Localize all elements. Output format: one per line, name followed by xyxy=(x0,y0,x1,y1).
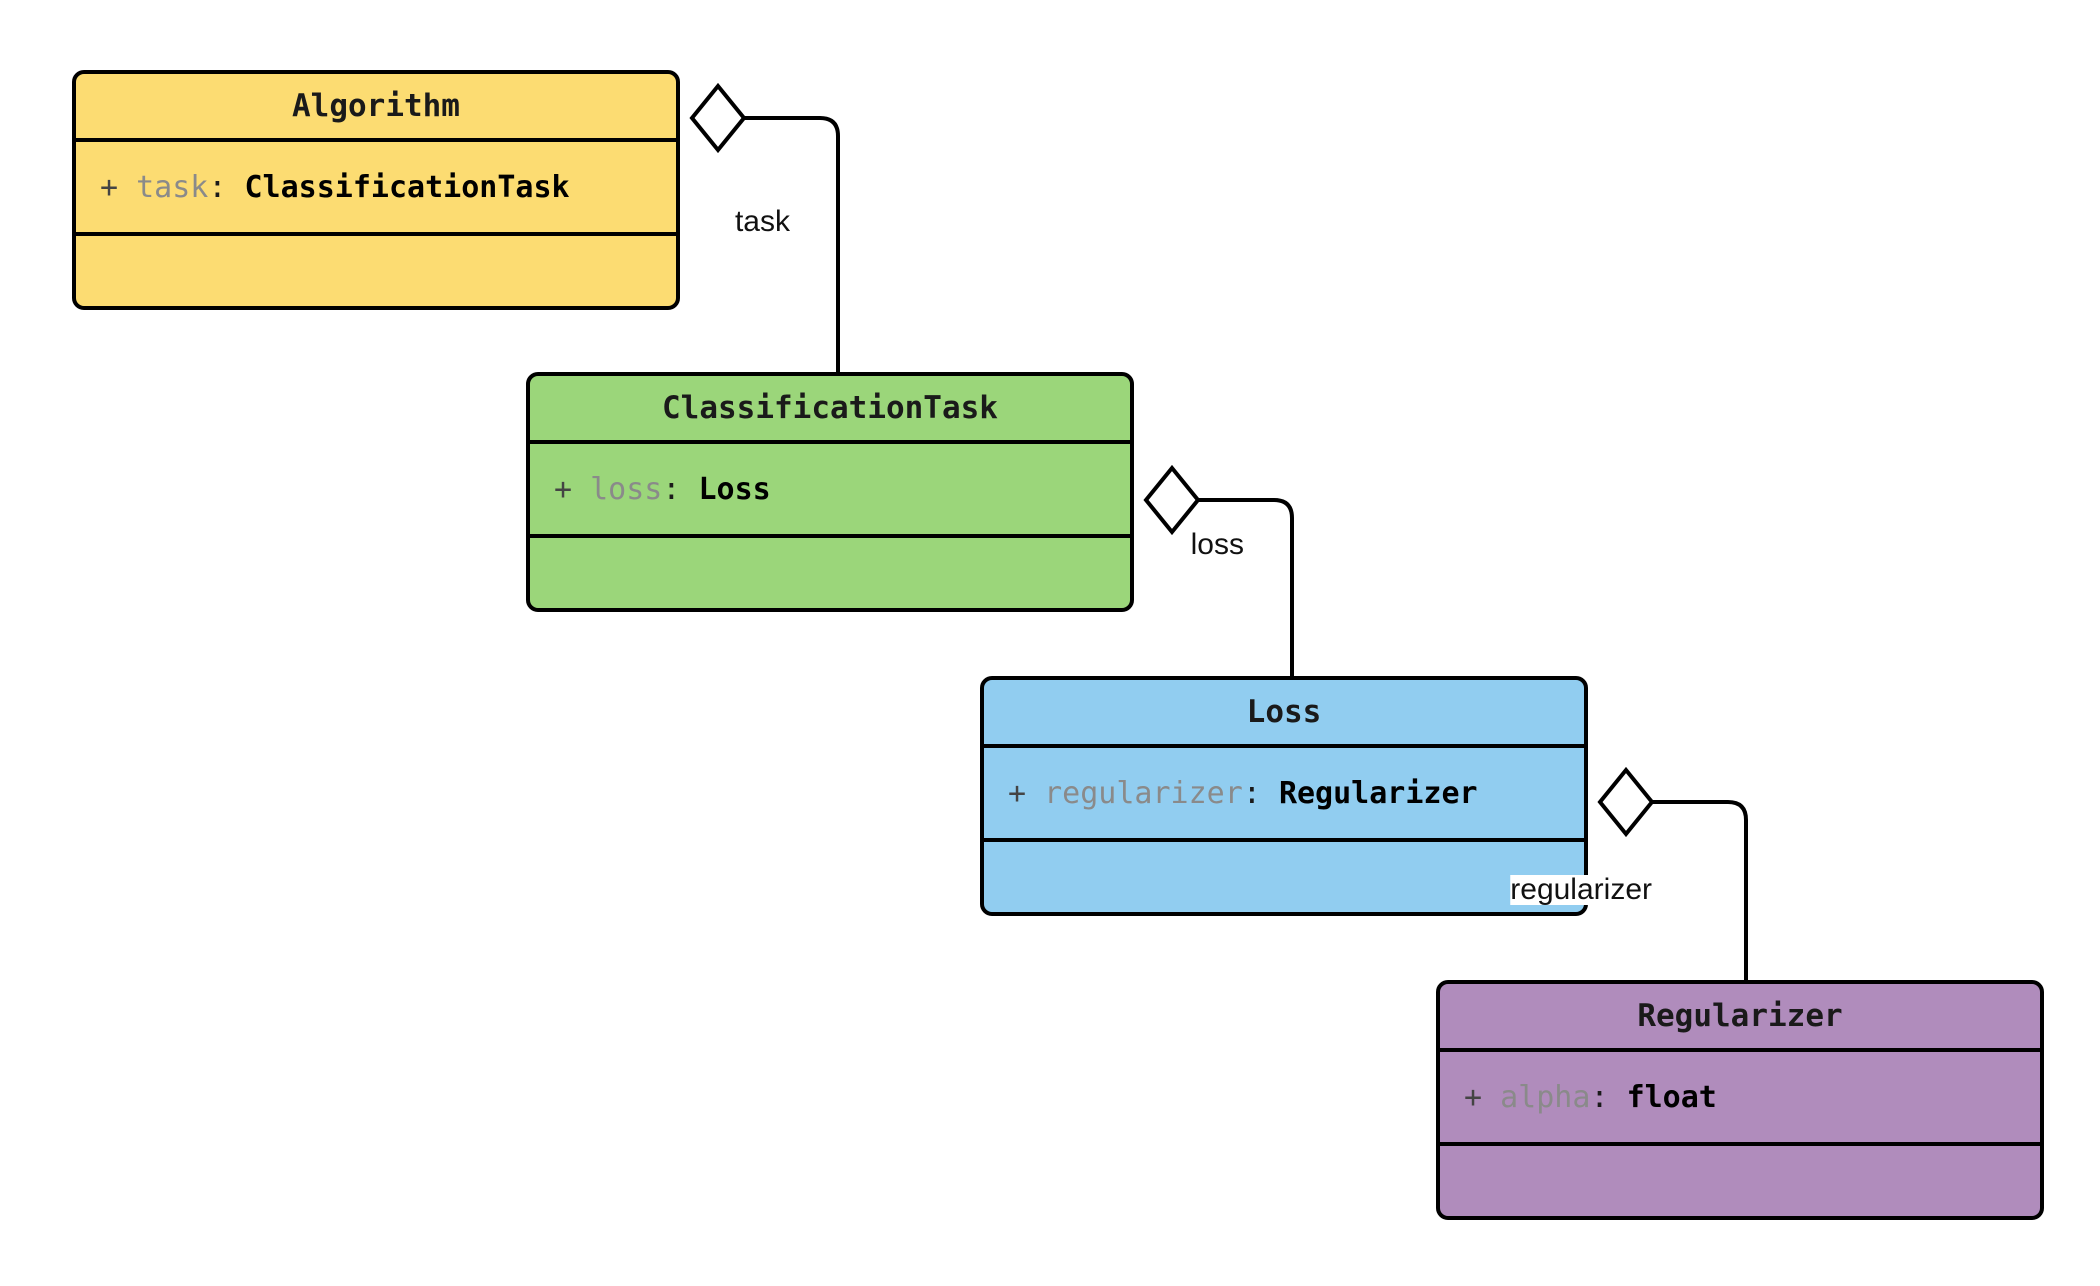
uml-class-classification-task[interactable]: ClassificationTask + loss: Loss xyxy=(526,372,1134,612)
relationship-line-loss-regularizer xyxy=(1652,800,1748,980)
uml-method-compartment-algorithm xyxy=(76,236,676,306)
attribute-name: alpha xyxy=(1500,1079,1591,1115)
relationship-label-algorithm-task: task xyxy=(734,207,800,237)
uml-class-title-algorithm: Algorithm xyxy=(76,74,676,142)
attribute-visibility: + xyxy=(1464,1079,1483,1115)
attribute-separator: : xyxy=(1590,1079,1609,1115)
attribute-type: ClassificationTask xyxy=(244,169,570,205)
uml-class-algorithm[interactable]: Algorithm + task: ClassificationTask xyxy=(72,70,680,310)
relationship-label-loss-regularizer: regularizer xyxy=(1510,875,1662,905)
uml-attribute-compartment-loss: + regularizer: Regularizer xyxy=(984,748,1584,842)
attribute-visibility: + xyxy=(100,169,119,205)
uml-attribute-task: + task: ClassificationTask xyxy=(100,170,570,205)
uml-class-title-regularizer: Regularizer xyxy=(1440,984,2040,1052)
attribute-type: Loss xyxy=(698,471,771,507)
relationship-line-algorithm-task xyxy=(744,116,840,372)
uml-attribute-compartment-classification-task: + loss: Loss xyxy=(530,444,1130,538)
attribute-name: regularizer xyxy=(1044,775,1243,811)
aggregation-diamond-icon-task-loss xyxy=(1143,464,1201,536)
uml-method-compartment-regularizer xyxy=(1440,1146,2040,1216)
uml-class-regularizer[interactable]: Regularizer + alpha: float xyxy=(1436,980,2044,1220)
uml-attribute-compartment-regularizer: + alpha: float xyxy=(1440,1052,2040,1146)
uml-class-title-loss: Loss xyxy=(984,680,1584,748)
attribute-name: task xyxy=(136,169,209,205)
relationship-line-task-loss xyxy=(1198,498,1294,676)
uml-attribute-compartment-algorithm: + task: ClassificationTask xyxy=(76,142,676,236)
uml-class-loss[interactable]: Loss + regularizer: Regularizer xyxy=(980,676,1588,916)
attribute-separator: : xyxy=(662,471,681,507)
uml-method-compartment-classification-task xyxy=(530,538,1130,608)
uml-method-compartment-loss xyxy=(984,842,1584,912)
aggregation-diamond-icon-loss-regularizer xyxy=(1597,766,1655,838)
attribute-visibility: + xyxy=(1008,775,1027,811)
aggregation-diamond-icon-algorithm-task xyxy=(689,82,747,154)
attribute-type: Regularizer xyxy=(1278,775,1478,811)
attribute-separator: : xyxy=(1242,775,1261,811)
attribute-name: loss xyxy=(590,471,663,507)
uml-attribute-regularizer: + regularizer: Regularizer xyxy=(1008,776,1478,811)
attribute-separator: : xyxy=(208,169,227,205)
attribute-visibility: + xyxy=(554,471,573,507)
relationship-label-task-loss: loss xyxy=(1190,530,1254,560)
uml-class-title-classification-task: ClassificationTask xyxy=(530,376,1130,444)
uml-attribute-loss: + loss: Loss xyxy=(554,472,771,507)
attribute-type: float xyxy=(1626,1079,1717,1115)
uml-attribute-alpha: + alpha: float xyxy=(1464,1080,1717,1115)
relationship-task-loss xyxy=(1143,464,1294,676)
